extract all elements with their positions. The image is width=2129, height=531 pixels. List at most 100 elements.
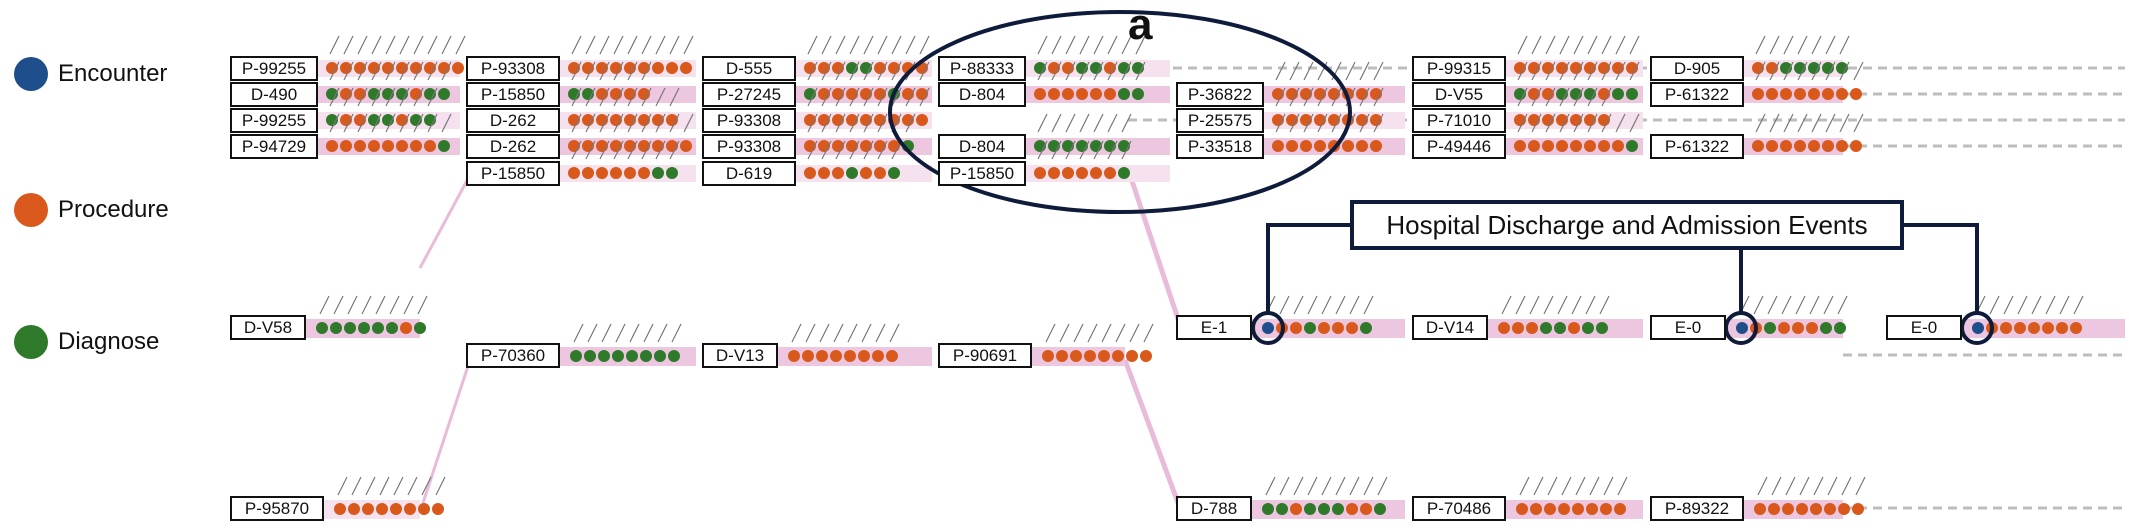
dot-tick-label: [1037, 140, 1048, 160]
dot-tick-label: [1135, 35, 1146, 55]
dot-tick-label: [835, 87, 846, 107]
event-dot: [1780, 88, 1792, 100]
dot-tick-label: [1135, 61, 1146, 81]
event-dot: [1794, 88, 1806, 100]
dot-tick-label: [1303, 87, 1314, 107]
node-label: P-15850: [466, 161, 560, 186]
event-dot: [666, 167, 678, 179]
dot-tick-label: [1825, 113, 1836, 133]
dot-tick-label: [1545, 61, 1556, 81]
event-dot: [568, 167, 580, 179]
dot-tick-label: [627, 61, 638, 81]
dot-tick-label: [1107, 113, 1118, 133]
dot-tick-label: [441, 35, 452, 55]
sequence-link: [1127, 174, 1183, 326]
dot-tick-label: [849, 35, 860, 55]
dot-tick-label: [1051, 61, 1062, 81]
dot-tick-label: [821, 87, 832, 107]
dot-tick-label: [1275, 61, 1286, 81]
dot-tick-label: [385, 61, 396, 81]
event-dot: [830, 350, 842, 362]
event-dot: [2028, 322, 2040, 334]
dot-tick-label: [1531, 35, 1542, 55]
dot-tick-label: [1051, 140, 1062, 160]
dot-tick-label: [393, 476, 404, 496]
dot-tick-label: [1349, 476, 1360, 496]
event-dot: [1810, 503, 1822, 515]
dot-tick-label: [571, 61, 582, 81]
dot-tick-label: [877, 140, 888, 160]
node-label: D-490: [230, 82, 318, 107]
event-dot: [372, 322, 384, 334]
dot-tick-label: [365, 476, 376, 496]
node-label: D-262: [466, 134, 560, 159]
dot-tick-label: [627, 87, 638, 107]
dot-tick-label: [1515, 295, 1526, 315]
dot-tick-label: [1543, 295, 1554, 315]
dot-tick-label: [441, 113, 452, 133]
dot-tick-label: [1093, 140, 1104, 160]
dot-tick-label: [919, 87, 930, 107]
event-dot: [1076, 88, 1088, 100]
dot-tick-label: [585, 87, 596, 107]
dot-tick-label: [1571, 295, 1582, 315]
dot-tick-label: [1065, 61, 1076, 81]
dot-tick-label: [905, 35, 916, 55]
event-dot: [624, 167, 636, 179]
dot-tick-label: [1321, 476, 1332, 496]
dot-tick-label: [1809, 295, 1820, 315]
dot-tick-label: [407, 476, 418, 496]
dot-tick-label: [1785, 476, 1796, 496]
node-label: D-905: [1650, 56, 1744, 81]
dot-tick-label: [863, 61, 874, 81]
event-dot: [438, 140, 450, 152]
dot-tick-label: [669, 35, 680, 55]
dot-tick-label: [613, 140, 624, 160]
dot-tick-label: [1363, 295, 1374, 315]
dot-tick-label: [1079, 113, 1090, 133]
dot-tick-label: [1317, 113, 1328, 133]
dot-tick-label: [655, 113, 666, 133]
dot-tick-label: [863, 113, 874, 133]
event-dot: [640, 350, 652, 362]
dot-tick-label: [1797, 61, 1808, 81]
dot-tick-label: [1143, 323, 1154, 343]
diagnose-dot-icon: [14, 325, 48, 359]
dot-tick-label: [1783, 61, 1794, 81]
event-dot: [1132, 88, 1144, 100]
event-dot: [1104, 88, 1116, 100]
dot-tick-label: [441, 61, 452, 81]
dot-tick-label: [1037, 35, 1048, 55]
dot-tick-label: [1065, 113, 1076, 133]
event-dot: [652, 167, 664, 179]
dot-tick-label: [1769, 113, 1780, 133]
dot-tick-label: [805, 323, 816, 343]
event-dot: [1558, 503, 1570, 515]
event-dot: [1090, 167, 1102, 179]
dot-tick-label: [807, 140, 818, 160]
dot-tick-label: [1051, 35, 1062, 55]
sequence-link: [1122, 359, 1183, 509]
dot-tick-label: [1115, 323, 1126, 343]
dot-tick-label: [1293, 476, 1304, 496]
dot-tick-label: [833, 323, 844, 343]
dot-tick-label: [1373, 61, 1384, 81]
dot-tick-label: [1601, 87, 1612, 107]
event-dot: [1360, 322, 1372, 334]
dot-tick-label: [1293, 295, 1304, 315]
event-dot: [888, 167, 900, 179]
dot-tick-label: [1289, 61, 1300, 81]
event-dot: [1048, 88, 1060, 100]
dot-tick-label: [1373, 87, 1384, 107]
event-dot: [1822, 140, 1834, 152]
event-dot: [382, 140, 394, 152]
dot-tick-label: [641, 113, 652, 133]
event-dot: [386, 322, 398, 334]
event-dot: [1570, 140, 1582, 152]
dot-tick-label: [1079, 140, 1090, 160]
dot-tick-label: [1573, 87, 1584, 107]
dot-tick-label: [821, 140, 832, 160]
node-label: P-95870: [230, 496, 324, 521]
node-label: P-36822: [1176, 82, 1264, 107]
dot-tick-label: [601, 323, 612, 343]
